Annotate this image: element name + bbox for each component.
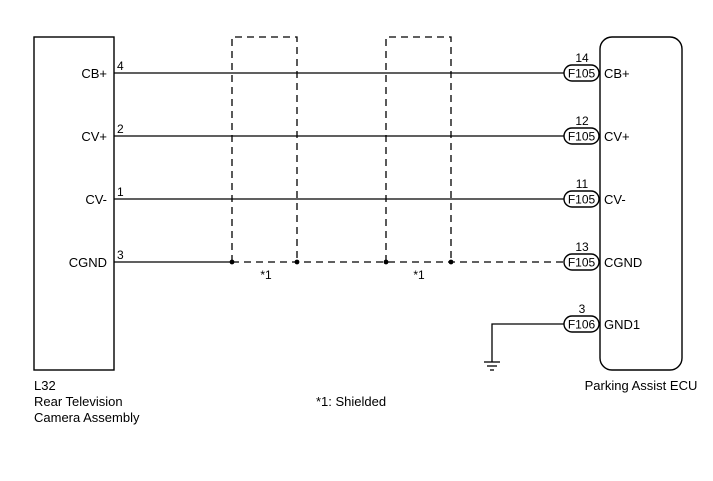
shield-1 — [231, 36, 298, 262]
right-pin-number: 14 — [575, 51, 589, 65]
junction-dot — [229, 259, 235, 265]
parking-assist-ecu-label: Parking Assist ECU — [585, 378, 698, 393]
left-signal-label: CB+ — [81, 66, 107, 81]
junction-dot — [448, 259, 454, 265]
connector-label: F106 — [568, 318, 596, 332]
right-signal-label: CB+ — [604, 66, 630, 81]
right-pin-number: 3 — [579, 302, 586, 316]
shield-label-1: *1 — [260, 268, 272, 282]
shield-label-2: *1 — [413, 268, 425, 282]
wire-row-cv-plus: CV+ 2 12 F105 CV+ — [81, 114, 630, 145]
left-pin-number: 1 — [117, 185, 124, 199]
connector-label: F105 — [568, 193, 596, 207]
connector-pill — [563, 190, 600, 208]
junction-dot — [383, 259, 389, 265]
connector-pill — [563, 127, 600, 145]
left-pin-number: 4 — [117, 59, 124, 73]
ground-symbol-icon — [484, 361, 500, 371]
left-pin-number: 2 — [117, 122, 124, 136]
connector-pill — [563, 64, 600, 82]
connector-pill — [563, 253, 600, 271]
wire-row-cgnd: CGND 3 13 F105 CGND — [69, 240, 642, 271]
right-signal-label: CV- — [604, 192, 626, 207]
wire-row-cb-plus: CB+ 4 14 F105 CB+ — [81, 51, 630, 82]
connector-pill — [563, 315, 600, 333]
camera-assembly-name-line-1: Rear Television — [34, 394, 123, 409]
shield-note: *1: Shielded — [316, 394, 386, 409]
left-pin-number: 3 — [117, 248, 124, 262]
connector-label: F105 — [568, 256, 596, 270]
left-signal-label: CV+ — [81, 129, 107, 144]
right-pin-number: 11 — [576, 177, 589, 191]
right-pin-number: 12 — [575, 114, 589, 128]
junction-dot — [294, 259, 300, 265]
left-signal-label: CGND — [69, 255, 107, 270]
right-pin-number: 13 — [575, 240, 589, 254]
right-signal-label: GND1 — [604, 317, 640, 332]
ground-wire — [491, 323, 564, 362]
connector-label: F105 — [568, 130, 596, 144]
parking-assist-ecu-box — [599, 36, 683, 371]
ground-wire-gnd1: 3 F106 GND1 — [484, 302, 640, 371]
camera-assembly-id: L32 — [34, 378, 56, 393]
left-signal-label: CV- — [85, 192, 107, 207]
camera-assembly-name-line-2: Camera Assembly — [34, 410, 140, 425]
camera-assembly-box — [33, 36, 115, 371]
connector-label: F105 — [568, 67, 596, 81]
right-signal-label: CV+ — [604, 129, 630, 144]
wire-row-cv-minus: CV- 1 11 F105 CV- — [85, 177, 626, 208]
shield-2 — [385, 36, 452, 262]
right-signal-label: CGND — [604, 255, 642, 270]
